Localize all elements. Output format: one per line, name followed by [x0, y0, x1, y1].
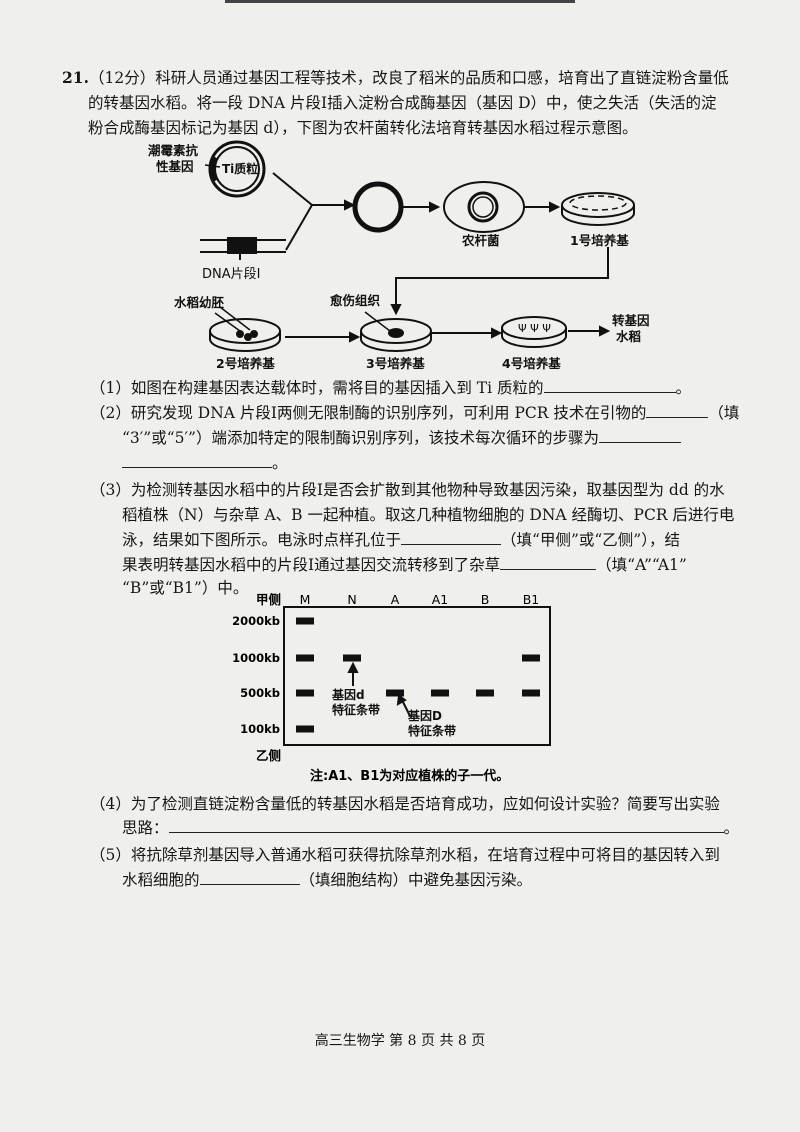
medium2-label: 2号培养基 — [216, 356, 275, 371]
question-intro-line2: 的转基因水稻。将一段 DNA 片段Ⅰ插入淀粉合成酶基因（基因 D）中，使之失活（… — [88, 94, 717, 112]
q5-line2: 水稻细胞的 （填细胞结构）中避免基因污染。 — [122, 868, 532, 890]
q4-line1: （4）为了检测直链淀粉含量低的转基因水稻是否培育成功，应如何设计实验？简要写出实… — [90, 795, 720, 813]
arrow-gene-D — [402, 701, 411, 717]
band-B1-1000kb — [522, 654, 540, 662]
lane-label-B1: B1 — [523, 592, 540, 607]
agrobacterium-label: 农杆菌 — [461, 233, 500, 248]
page-footer: 高三生物学 第 8 页 共 8 页 — [314, 1033, 486, 1049]
band-M-500kb — [296, 689, 314, 697]
band-B-500kb — [476, 689, 494, 697]
gene-D-label-2: 特征条带 — [408, 723, 456, 738]
gene-d-label-2: 特征条带 — [332, 702, 380, 717]
gene-d-label: 基因d — [331, 687, 365, 702]
gene-D-label: 基因D — [407, 708, 442, 723]
question-score: （12分） — [88, 69, 156, 87]
medium4-label: 4号培养基 — [502, 356, 561, 371]
q2-answer-blank-1[interactable] — [646, 403, 709, 418]
lane-label-A1: A1 — [432, 592, 449, 607]
transgenic-rice-label-2: 水稻 — [616, 329, 642, 344]
q5-answer-blank[interactable] — [199, 870, 300, 885]
q5-line1: （5）将抗除草剂基因导入普通水稻可获得抗除草剂水稻，在培育过程中可将目的基因转入… — [90, 846, 720, 864]
rice-embryo-label: 水稻幼胚 — [174, 295, 225, 310]
q2-answer-blank-2-cont[interactable] — [122, 453, 272, 468]
medium3-dish-icon — [360, 311, 432, 352]
q3-answer-blank-2[interactable] — [500, 555, 597, 570]
band-M-100kb — [296, 725, 314, 733]
marker-label-100kb: 100kb — [240, 722, 280, 736]
lane-label-A: A — [391, 592, 400, 607]
resistance-gene-label-2: 性基因 — [155, 159, 194, 174]
process-diagram: Ψ Ψ Ψ 潮霉素抗 性基因 Ti质粒 DNA片段Ⅰ 农杆菌 1号培养基 水稻幼… — [148, 140, 650, 371]
marker-label-1000kb: 1000kb — [232, 651, 280, 665]
q2-text-end: （填 — [708, 404, 740, 422]
band-M-2000kb — [296, 617, 314, 625]
q2-answer-blank-2[interactable] — [598, 428, 681, 443]
recombinant-plasmid-icon — [352, 181, 404, 233]
transgenic-rice-label: 转基因 — [612, 313, 650, 328]
q3-line3: 泳，结果如下图所示。电泳时点样孔位于 （填“甲侧”或“乙侧”），结 — [122, 528, 680, 550]
lane-label-B: B — [481, 592, 490, 607]
svg-text:Ψ Ψ Ψ: Ψ Ψ Ψ — [518, 322, 551, 335]
q4-label: 思路： — [122, 819, 169, 837]
q3-answer-blank-1[interactable] — [401, 530, 502, 545]
q1: （1）如图在构建基因表达载体时，需将目的基因插入到 Ti 质粒的 。 — [90, 376, 691, 398]
q2-text: （2）研究发现 DNA 片段Ⅰ两侧无限制酶的识别序列，可利用 PCR 技术在引物… — [90, 404, 647, 422]
q4-answer-blank[interactable] — [168, 818, 724, 833]
band-N-1000kb — [343, 654, 361, 662]
lane-label-N: N — [347, 592, 356, 607]
scan-edge — [225, 0, 575, 3]
q3-text-4a: 果表明转基因水稻中的片段Ⅰ通过基因交流转移到了杂草 — [122, 556, 501, 574]
q1-answer-blank[interactable] — [543, 378, 676, 393]
q2-line2: “3′”或“5′”）端添加特定的限制酶识别序列，该技术每次循环的步骤为 — [122, 426, 681, 448]
dna-fragment-label: DNA片段Ⅰ — [202, 267, 260, 282]
bottom-side-label: 乙侧 — [256, 748, 281, 763]
q3-text-4b: （填“A”“A1” — [596, 556, 687, 574]
marker-label-2000kb: 2000kb — [232, 614, 280, 628]
band-B1-500kb — [522, 689, 540, 697]
medium1-label: 1号培养基 — [570, 233, 629, 248]
q4-line2: 思路： 。 — [122, 816, 739, 838]
q5-text-b: （填细胞结构）中避免基因污染。 — [299, 871, 533, 889]
marker-label-500kb: 500kb — [240, 686, 280, 700]
q3-text-3a: 泳，结果如下图所示。电泳时点样孔位于 — [122, 531, 402, 549]
q3-line5: “B”或“B1”）中。 — [122, 579, 249, 597]
q3-line2: 稻植株（N）与杂草 A、B 一起种植。取这几种植物细胞的 DNA 经酶切、PCR… — [122, 506, 735, 524]
question-intro-line3: 粉合成酶基因标记为基因 d），下图为农杆菌转化法培育转基因水稻过程示意图。 — [88, 119, 638, 137]
medium1-dish-icon — [561, 192, 635, 226]
intro-text: 科研人员通过基因工程等技术，改良了稻米的品质和口感，培育出了直链淀粉含量低 — [155, 69, 729, 87]
medium2-dish-icon — [209, 306, 281, 352]
gel-frame — [283, 606, 551, 746]
top-side-label: 甲侧 — [256, 592, 281, 607]
q4-end: 。 — [723, 819, 740, 837]
question-intro-line1: 21.（12分）科研人员通过基因工程等技术，改良了稻米的品质和口感，培育出了直链… — [62, 66, 729, 88]
q3-text-3b: （填“甲侧”或“乙侧”），结 — [501, 531, 680, 549]
q2-end: 。 — [272, 454, 288, 472]
q2-line3: 。 — [122, 451, 288, 473]
agrobacterium-icon — [443, 181, 525, 233]
q1-end: 。 — [675, 379, 692, 397]
q2-text-2: “3′”或“5′”）端添加特定的限制酶识别序列，该技术每次循环的步骤为 — [122, 429, 599, 447]
q3-line1: （3）为检测转基因水稻中的片段Ⅰ是否会扩散到其他物种导致基因污染，取基因型为 d… — [90, 481, 725, 499]
electrophoresis-gel: 甲侧 乙侧 M N A A1 B B1 2000kb 1000kb 500kb 100kb 基因… — [232, 592, 551, 784]
medium3-label: 3号培养基 — [366, 356, 425, 371]
q3-line4: 果表明转基因水稻中的片段Ⅰ通过基因交流转移到了杂草 （填“A”“A1” — [122, 553, 687, 575]
band-A1-500kb — [431, 689, 449, 697]
q1-text: （1）如图在构建基因表达载体时，需将目的基因插入到 Ti 质粒的 — [90, 379, 544, 397]
band-A-500kb — [386, 689, 404, 697]
question-number: 21. — [62, 68, 89, 87]
resistance-gene-label: 潮霉素抗 — [148, 143, 199, 158]
ti-plasmid-label: Ti质粒 — [222, 161, 258, 176]
q5-text-a: 水稻细胞的 — [122, 871, 200, 889]
medium4-dish-icon: Ψ Ψ Ψ — [501, 316, 567, 348]
callus-label: 愈伤组织 — [330, 293, 381, 308]
q2-line1: （2）研究发现 DNA 片段Ⅰ两侧无限制酶的识别序列，可利用 PCR 技术在引物… — [90, 401, 739, 423]
lane-label-M: M — [300, 592, 311, 607]
gel-note: 注:A1、B1为对应植株的子一代。 — [310, 768, 509, 784]
band-M-1000kb — [296, 654, 314, 662]
